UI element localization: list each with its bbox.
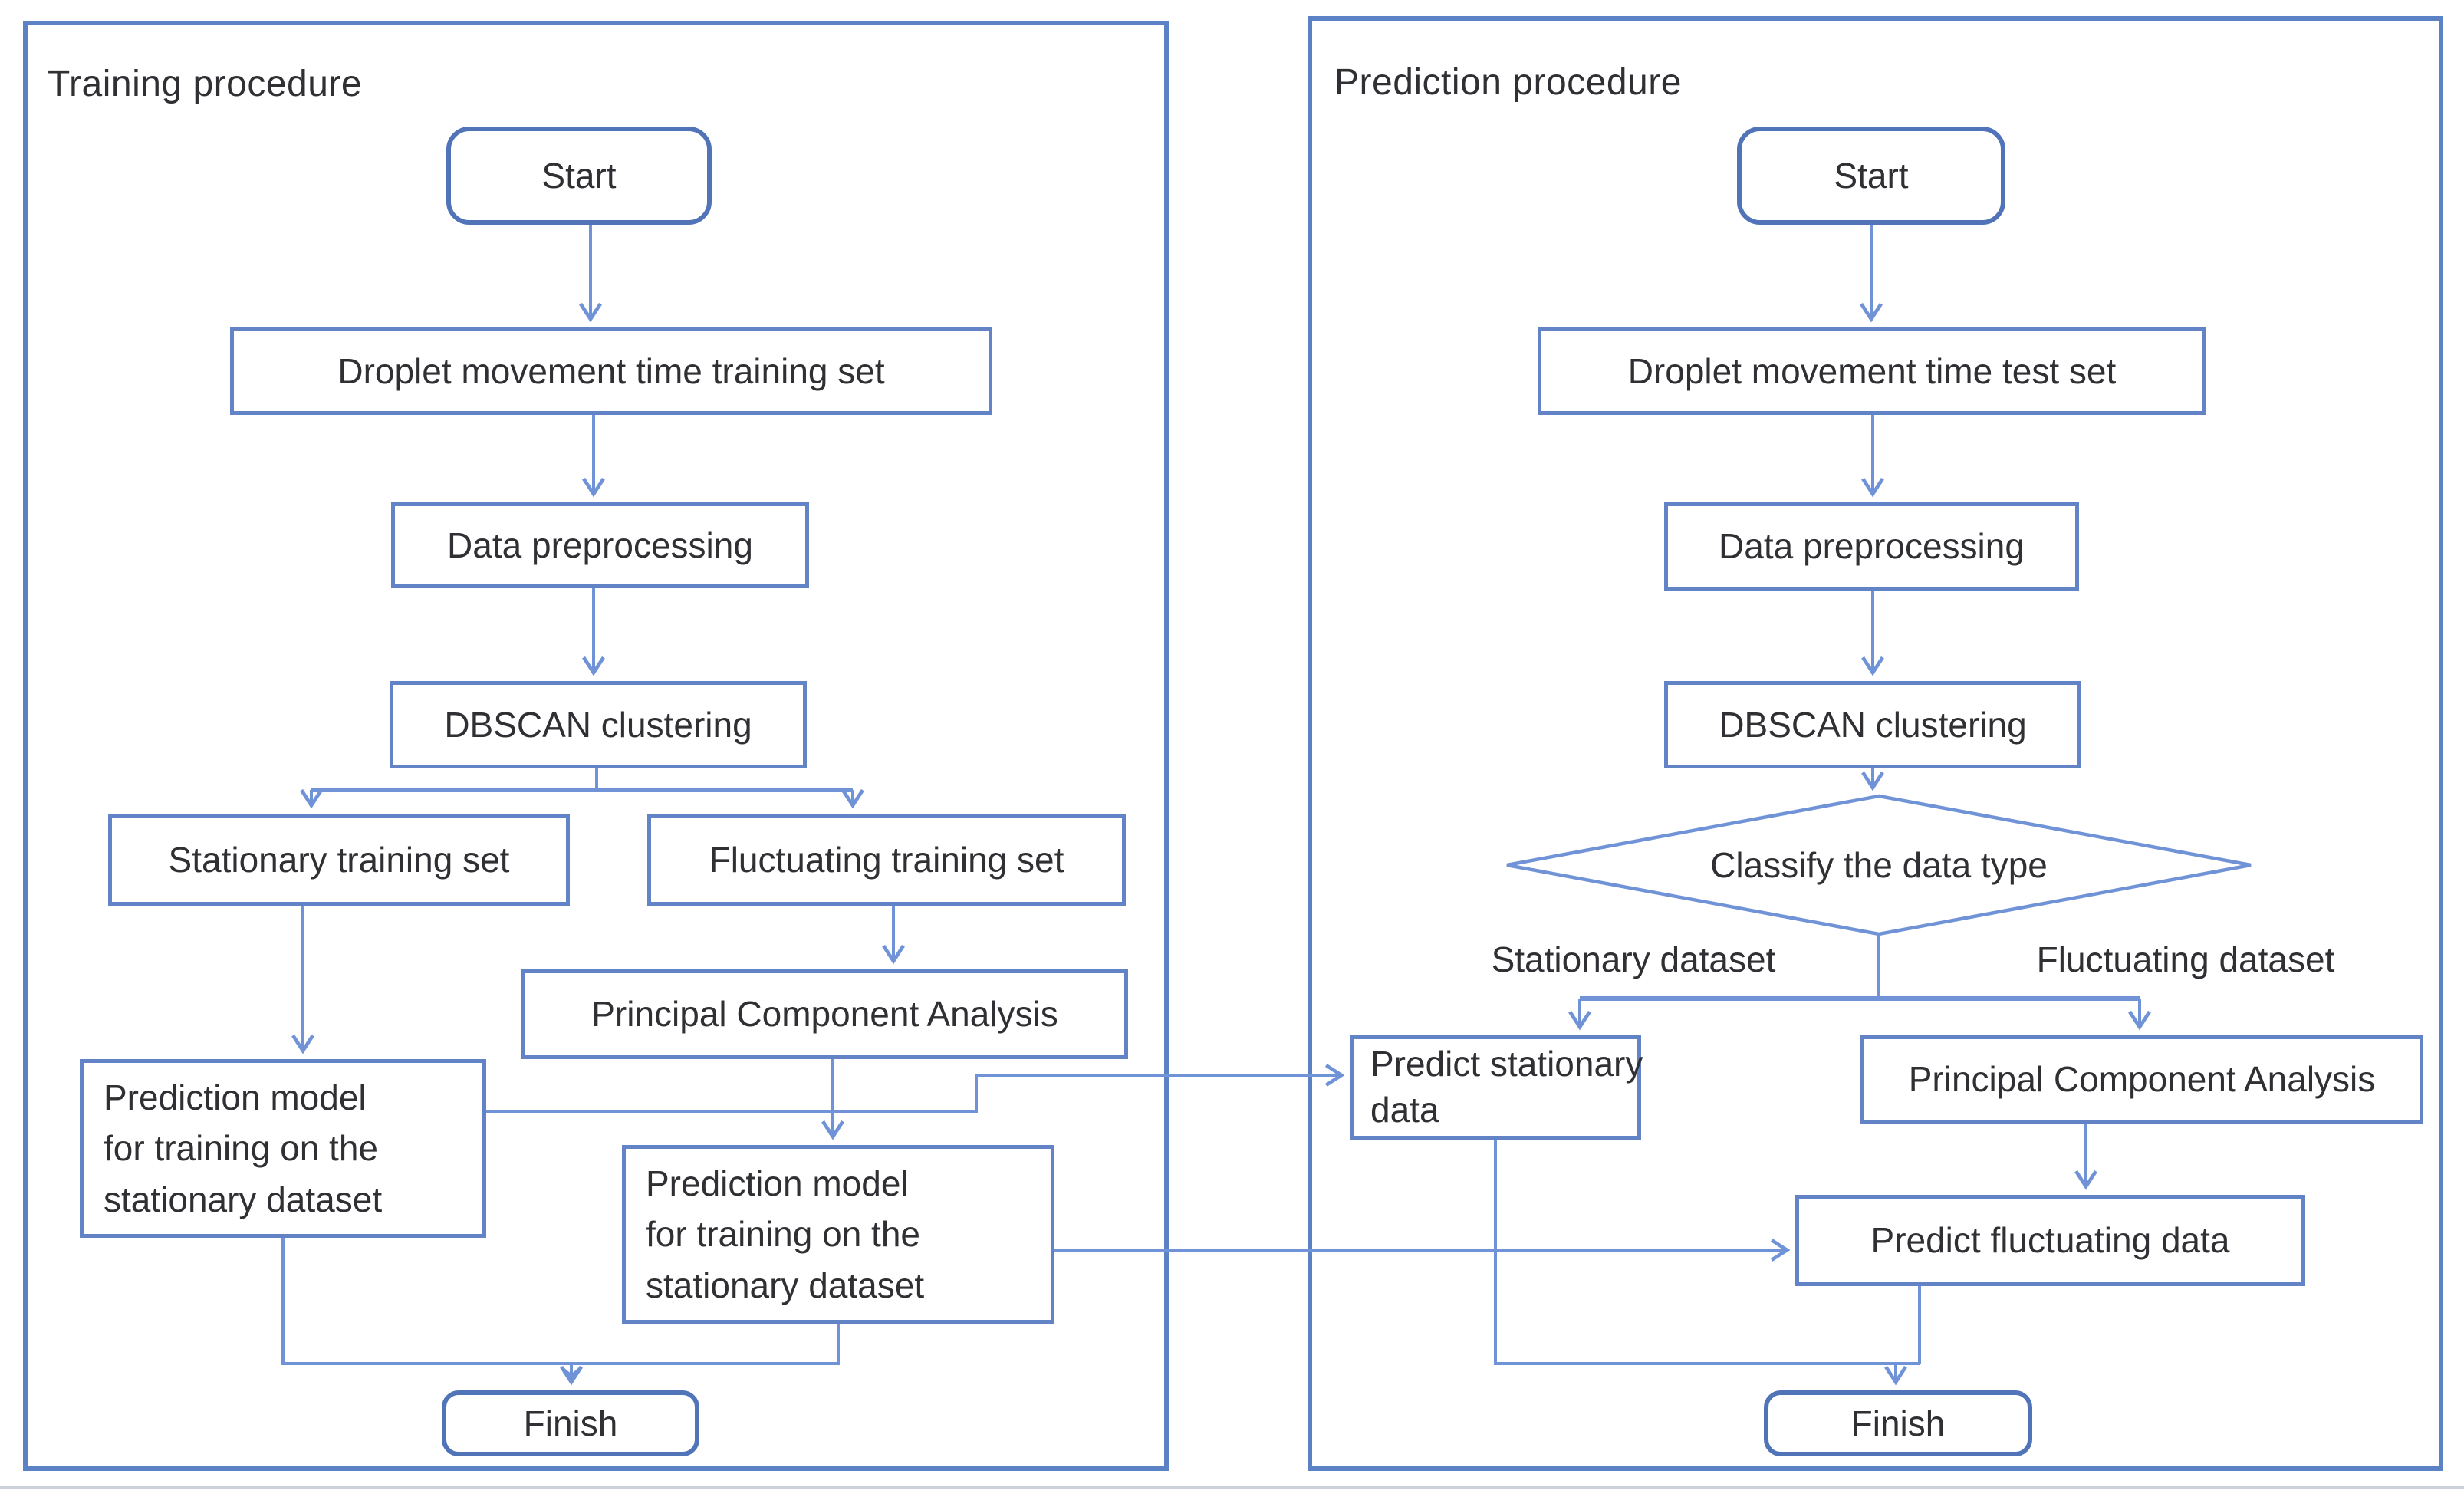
training-panel-frame xyxy=(23,21,1169,1471)
training-start-label: Start xyxy=(541,155,617,196)
prediction-preprocessing-label: Data preprocessing xyxy=(1719,526,2025,567)
prediction-model-a-node: Prediction model for training on the sta… xyxy=(80,1059,486,1238)
prediction-model-b-line2: for training on the xyxy=(646,1214,921,1255)
connector-predict-stationary-to-merge xyxy=(1494,1140,1920,1365)
predict-stationary-line1: Predict stationary xyxy=(1370,1044,1643,1084)
predict-stationary-node: Predict stationary data xyxy=(1350,1035,1643,1140)
predict-fluctuating-label: Predict fluctuating data xyxy=(1870,1220,2230,1261)
extra-chevron-finish-training xyxy=(560,1366,583,1378)
prediction-model-a-line1: Prediction model xyxy=(104,1078,367,1118)
branch-label-stationary-text: Stationary dataset xyxy=(1491,939,1776,979)
prediction-clustering-node: DBSCAN clustering xyxy=(1664,681,2081,768)
training-panel-title: Training procedure xyxy=(48,64,363,104)
connector-model-a-to-merge xyxy=(281,1238,571,1365)
test-set-label: Droplet movement time test set xyxy=(1627,350,2117,391)
training-pca-label: Principal Component Analysis xyxy=(591,994,1058,1035)
prediction-pca-label: Principal Component Analysis xyxy=(1908,1059,2376,1100)
connector-model-b-to-merge xyxy=(571,1324,840,1365)
prediction-model-b-line1: Prediction model xyxy=(646,1163,909,1204)
training-clustering-node: DBSCAN clustering xyxy=(390,681,807,768)
training-start-node: Start xyxy=(446,127,712,225)
fluctuating-training-set-node: Fluctuating training set xyxy=(647,814,1126,906)
training-pca-node: Principal Component Analysis xyxy=(521,969,1128,1059)
prediction-finish-label: Finish xyxy=(1850,1403,1946,1443)
decision-label: Classify the data type xyxy=(1610,843,2147,887)
test-set-node: Droplet movement time test set xyxy=(1538,327,2206,415)
prediction-model-b-node: Prediction model for training on the sta… xyxy=(622,1145,1054,1324)
bottom-page-rule xyxy=(0,1486,2464,1489)
training-dataset-node: Droplet movement time training set xyxy=(230,327,992,415)
predict-fluctuating-node: Predict fluctuating data xyxy=(1795,1195,2305,1286)
arrow-model-a-to-predict-stationary xyxy=(486,1064,1345,1113)
prediction-clustering-label: DBSCAN clustering xyxy=(1719,704,2027,745)
training-preprocessing-node: Data preprocessing xyxy=(391,502,809,588)
branch-label-fluctuating-text: Fluctuating dataset xyxy=(2036,939,2335,979)
training-finish-node: Finish xyxy=(442,1390,699,1456)
prediction-start-label: Start xyxy=(1834,155,1909,196)
prediction-preprocessing-node: Data preprocessing xyxy=(1664,502,2079,591)
prediction-model-a-line2: for training on the xyxy=(104,1128,379,1169)
training-clustering-label: DBSCAN clustering xyxy=(444,704,752,745)
prediction-panel-frame xyxy=(1308,16,2443,1471)
prediction-model-a-line3: stationary dataset xyxy=(104,1179,383,1219)
training-finish-label: Finish xyxy=(523,1403,618,1443)
training-dataset-label: Droplet movement time training set xyxy=(337,350,885,391)
decision-label-text: Classify the data type xyxy=(1710,845,2048,885)
fluctuating-training-set-label: Fluctuating training set xyxy=(709,839,1064,880)
predict-stationary-line2: data xyxy=(1370,1090,1439,1130)
stationary-training-set-label: Stationary training set xyxy=(168,839,510,880)
prediction-model-b-line3: stationary dataset xyxy=(646,1265,925,1305)
prediction-start-node: Start xyxy=(1737,127,2005,225)
stationary-training-set-node: Stationary training set xyxy=(108,814,570,906)
training-preprocessing-label: Data preprocessing xyxy=(447,525,753,565)
decision-diamond xyxy=(1506,794,2252,936)
prediction-finish-node: Finish xyxy=(1764,1390,2032,1456)
prediction-pca-node: Principal Component Analysis xyxy=(1860,1035,2423,1124)
branch-label-fluctuating: Fluctuating dataset xyxy=(1986,937,2385,982)
prediction-panel-title: Prediction procedure xyxy=(1334,62,1682,103)
branch-label-stationary: Stationary dataset xyxy=(1449,937,1818,982)
